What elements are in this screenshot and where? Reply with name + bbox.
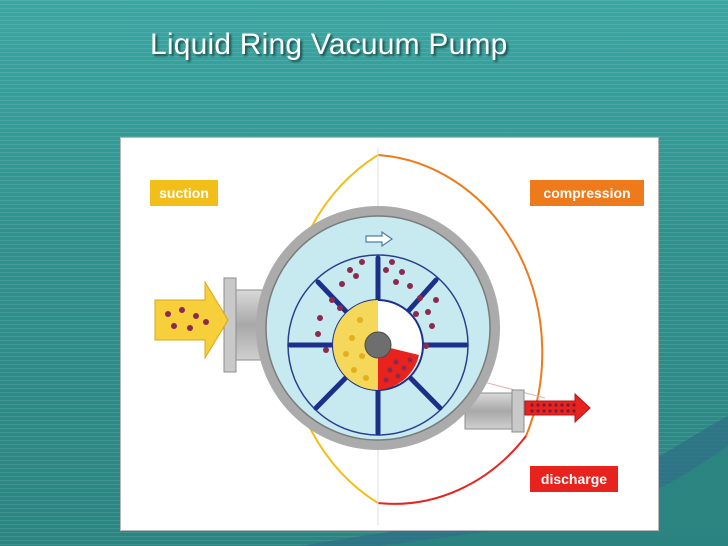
liquid-droplets (343, 317, 369, 381)
outlet-flange (511, 389, 525, 433)
discharge-label: discharge (530, 466, 618, 492)
rotation-arrow (365, 230, 394, 248)
compression-label: compression (530, 180, 644, 206)
suction-label: suction (150, 180, 218, 206)
compression-arc (377, 154, 544, 437)
suction-cell (333, 300, 378, 390)
slide-title: Liquid Ring Vacuum Pump (150, 28, 508, 61)
gas-particles (315, 259, 439, 383)
suction-arrow (154, 280, 229, 360)
discharge-arrow (524, 392, 591, 424)
inlet-flange (223, 277, 237, 373)
discharge-arrow-particles (530, 403, 576, 413)
shaft (364, 331, 392, 359)
suction-arrow-particles (165, 307, 209, 331)
discharge-cell (378, 345, 419, 390)
discharge-arc (377, 435, 527, 505)
